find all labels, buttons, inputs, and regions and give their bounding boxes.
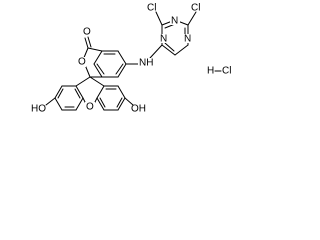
bond-double	[96, 63, 105, 75]
bond	[174, 44, 189, 56]
bond	[54, 97, 63, 111]
bond	[89, 76, 105, 87]
bond-double	[84, 37, 89, 49]
atom-label-n: N	[160, 34, 167, 45]
atom-label-oh: OH	[131, 104, 146, 115]
atom-label-o: O	[83, 27, 91, 38]
atom-label-cl: Cl	[191, 3, 200, 14]
bond-double	[164, 42, 175, 52]
atom-label-nh: NH	[139, 58, 153, 69]
bond	[155, 11, 163, 26]
bond	[75, 76, 91, 87]
bond	[117, 97, 126, 111]
bond	[117, 63, 127, 78]
atom-labels: Cl Cl N N N NH O O O HO OH	[31, 3, 200, 115]
bond-double	[115, 63, 124, 75]
bond	[117, 50, 127, 65]
atom-label-o: O	[86, 102, 94, 113]
atom-label-o: O	[78, 57, 86, 68]
bond-double	[57, 88, 64, 99]
salt-cl-label: Cl	[222, 66, 231, 77]
bond	[124, 97, 134, 106]
bond	[96, 97, 105, 111]
bond-double	[99, 97, 106, 108]
bond	[75, 85, 84, 99]
bond-double	[87, 36, 92, 48]
bond	[45, 97, 56, 106]
bond	[96, 85, 105, 99]
atom-label-ho: HO	[31, 104, 46, 115]
bond	[54, 85, 63, 99]
bond-lines	[45, 11, 197, 111]
bond	[149, 44, 163, 59]
bond-double	[74, 88, 81, 99]
bond	[117, 85, 126, 99]
bond	[93, 50, 103, 65]
hcl-salt: H Cl	[207, 66, 231, 77]
bond	[75, 97, 84, 111]
atom-label-n: N	[184, 34, 191, 45]
bond	[93, 63, 103, 78]
bond-double	[116, 97, 123, 108]
atom-label-n: N	[171, 16, 178, 27]
salt-h-label: H	[207, 66, 214, 77]
bond	[87, 47, 103, 52]
bond	[187, 11, 197, 26]
atom-label-cl: Cl	[147, 3, 156, 14]
molecule-structure-diagram: Cl Cl N N N NH O O O HO OH H Cl	[31, 3, 231, 115]
bond	[161, 44, 176, 56]
